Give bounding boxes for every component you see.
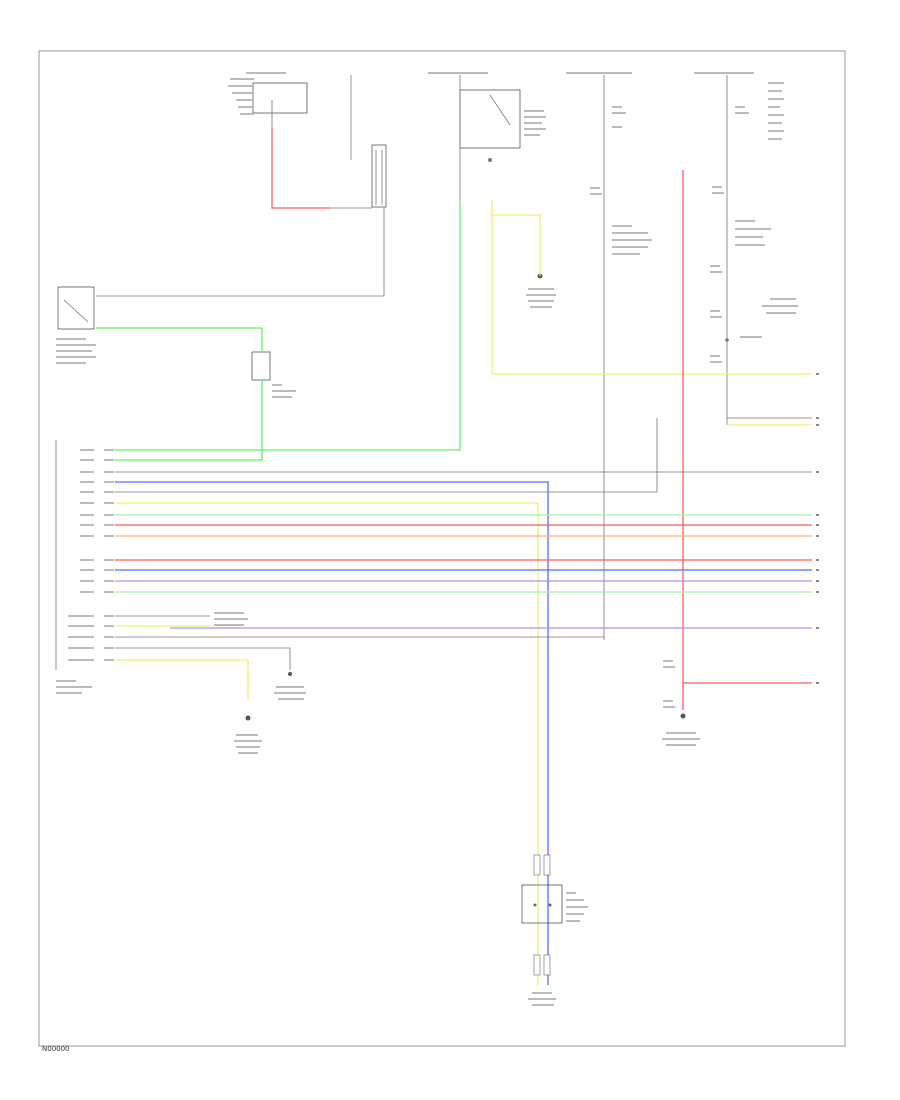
wire-green-relay	[115, 200, 461, 451]
wire-gray-brake-switch	[96, 207, 385, 297]
brake-pedal-switch	[56, 286, 96, 364]
relay-top-middle	[428, 72, 546, 200]
diagram-frame	[38, 50, 846, 1047]
fuse-box-top-left	[228, 72, 352, 160]
right-edge-terminals	[816, 373, 819, 684]
ecu-connector-pins	[56, 449, 114, 694]
ground-bottom-left	[214, 612, 306, 754]
inline-connector-left	[251, 351, 296, 398]
power-feed-column-3	[566, 72, 652, 640]
page-code: N00000	[42, 1045, 70, 1053]
wire-green-brake-switch	[96, 327, 263, 352]
connector-top-middle	[371, 144, 387, 208]
wire-yellow-relay	[491, 200, 812, 375]
ecu-harness-bus	[115, 418, 812, 985]
wire-red-top-left	[271, 128, 330, 209]
sensor-bottom	[521, 854, 588, 1006]
ground-top-middle	[526, 273, 556, 308]
power-feed-column-4	[694, 72, 798, 425]
